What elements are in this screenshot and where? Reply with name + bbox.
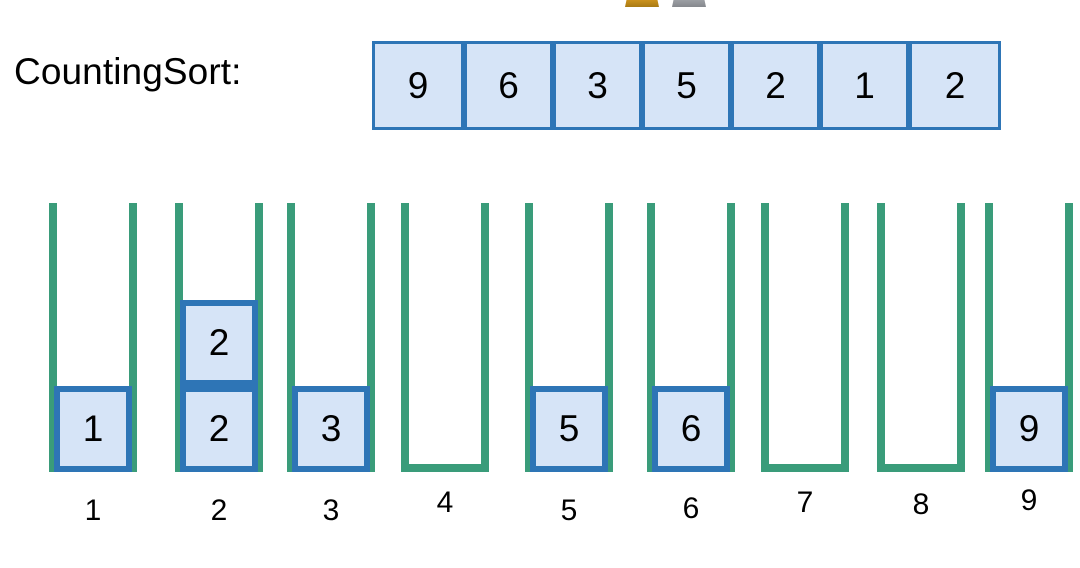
bin-8: 8 xyxy=(877,200,965,521)
array-cell: 2 xyxy=(909,44,998,127)
bin-label-9: 9 xyxy=(1020,484,1038,517)
array-cell: 3 xyxy=(553,44,642,127)
array-cell: 6 xyxy=(464,44,553,127)
bin-item: 5 xyxy=(530,386,608,472)
gray-star-icon xyxy=(672,0,706,7)
page-title: CountingSort: xyxy=(14,51,242,92)
bin-item: 3 xyxy=(292,386,370,472)
gold-star-icon xyxy=(625,0,659,7)
bin-item: 2 xyxy=(180,386,258,472)
bin-label-1: 1 xyxy=(84,494,102,527)
bin-stack: 9 xyxy=(990,386,1068,472)
bin-walls xyxy=(877,203,965,472)
bin-walls xyxy=(401,203,489,472)
bin-label-5: 5 xyxy=(560,494,578,527)
array-cell: 2 xyxy=(731,44,820,127)
array-cell: 9 xyxy=(375,44,464,127)
bin-label-2: 2 xyxy=(210,494,228,527)
bin-stack: 1 xyxy=(54,386,132,472)
bin-stack: 3 xyxy=(292,386,370,472)
bin-item: 1 xyxy=(54,386,132,472)
bin-label-6: 6 xyxy=(682,492,700,525)
bin-item: 9 xyxy=(990,386,1068,472)
bin-4: 4 xyxy=(401,200,489,519)
bin-label-8: 8 xyxy=(912,488,930,521)
bin-stack: 6 xyxy=(652,386,730,472)
bin-label-3: 3 xyxy=(322,494,340,527)
bin-label-7: 7 xyxy=(796,486,814,519)
array-cell: 5 xyxy=(642,44,731,127)
array-cell: 1 xyxy=(820,44,909,127)
bin-stack: 5 xyxy=(530,386,608,472)
bin-item: 2 xyxy=(180,300,258,386)
bin-item: 6 xyxy=(652,386,730,472)
bin-label-4: 4 xyxy=(436,486,454,519)
bin-walls xyxy=(761,203,849,472)
bin-7: 7 xyxy=(761,200,849,519)
